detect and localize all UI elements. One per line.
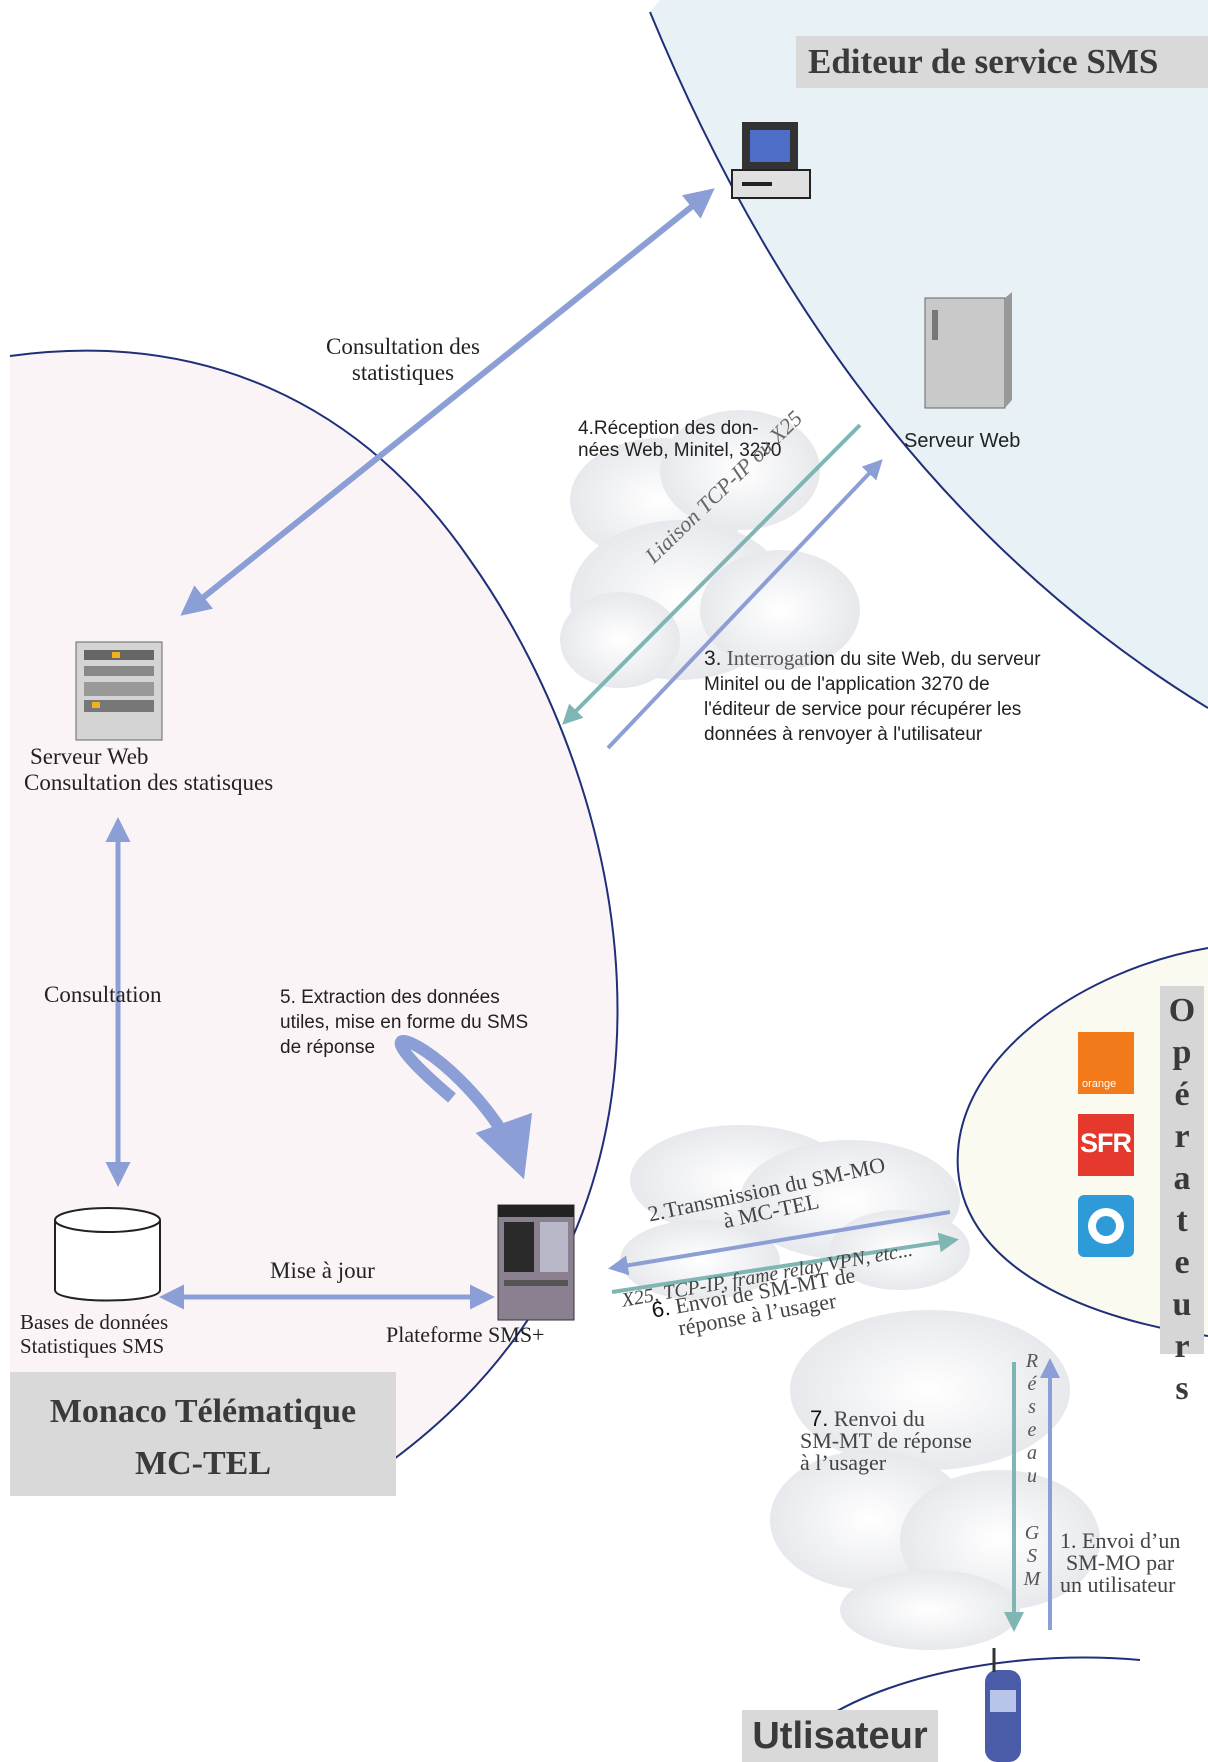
plateforme-label: Plateforme SMS+: [386, 1322, 545, 1347]
step3-line3: l'éditeur de service pour récupérer les: [704, 699, 1022, 720]
gsm-label: G S M: [1023, 1522, 1041, 1590]
step4-line1: 4.Réception des don-: [578, 418, 759, 439]
step1-label: 1. Envoi d’un SM-MO par un utilisateur: [1060, 1530, 1180, 1596]
step4-label: 4.Réception des don- nées Web, Minitel, …: [578, 418, 782, 462]
step7-line2: SM-MT de réponse: [800, 1428, 972, 1453]
arrow-step6: [611, 1232, 959, 1294]
step5-label: 5. Extraction des données utiles, mise e…: [280, 985, 528, 1060]
step3-line1: 3. Interrogation du site Web, du serveur: [704, 646, 1041, 672]
monaco-title-line1: Monaco Télématique: [49, 1393, 357, 1430]
computer-icon: [731, 122, 811, 199]
consult-stats-line1: Consultation des: [326, 334, 480, 359]
cloud-x25: [620, 1125, 970, 1300]
step7-text1: Renvoi du: [833, 1406, 925, 1431]
orange-logo: [1078, 1032, 1134, 1094]
monaco-title-line2: MC-TEL: [135, 1445, 271, 1482]
serveur-web-mctel-line1: Serveur Web: [30, 744, 149, 769]
serveur-web-mctel-label: Serveur Web Consultation des statisques: [24, 744, 273, 797]
monaco-title: Monaco Télématique MC-TEL: [10, 1372, 396, 1496]
step7-line1: 7. Renvoi du: [800, 1408, 972, 1430]
reseau-label: R é s e a u: [1025, 1350, 1039, 1487]
bases-label: Bases de données Statistiques SMS: [20, 1310, 168, 1358]
bases-line2: Statistiques SMS: [20, 1334, 165, 1358]
server-icon-editeur: [924, 292, 1012, 409]
server-icon-mctel: [75, 641, 163, 741]
step3-line4: données à renvoyer à l'utilisateur: [704, 724, 983, 745]
cloud-gsm: [770, 1310, 1100, 1650]
editeur-boundary: [649, 11, 1208, 709]
step3-label: 3. Interrogation du site Web, du serveur…: [704, 646, 1041, 747]
step4-line2: nées Web, Minitel, 3270: [578, 439, 782, 461]
arrow-consult-stats: [180, 188, 715, 616]
arrow-step5-curve: [394, 1035, 533, 1180]
step3-line1b: ion du site Web, du serveur: [809, 649, 1041, 670]
consultation-label: Consultation: [44, 982, 162, 1007]
sms-platform-icon: [497, 1204, 575, 1321]
step6-number: 6.: [649, 1294, 673, 1323]
editeur-title: Editeur de service SMS: [796, 36, 1208, 88]
sfr-logo-text: SFR: [1080, 1128, 1132, 1158]
phone-icon: [985, 1648, 1021, 1762]
consult-stats-label: Consultation des statistiques: [310, 334, 496, 387]
step5-line2: utiles, mise en forme du SMS: [280, 1012, 529, 1033]
consult-stats-line2: statistiques: [351, 360, 455, 386]
operateurs-boundary: [956, 947, 1208, 1337]
step7-number: 7.: [810, 1406, 829, 1431]
arrow-step4: [562, 423, 862, 725]
step1-line3: un utilisateur: [1060, 1572, 1176, 1597]
utilisateur-title: Utlisateur: [742, 1710, 938, 1762]
serveur-web-editeur-label: Serveur Web: [904, 430, 1021, 452]
database-icon: [54, 1207, 161, 1302]
sfr-logo: [1078, 1114, 1134, 1176]
bases-line1: Bases de données: [20, 1310, 169, 1334]
step3-line2: Minitel ou de l'application 3270 de: [704, 674, 990, 695]
monaco-region: [10, 350, 618, 1463]
operateurs-title: O p é r a t e u r s: [1160, 986, 1204, 1407]
step5-line1: 5. Extraction des données: [280, 987, 500, 1008]
serveur-web-mctel-line2: Consultation des statisques: [24, 770, 274, 796]
mise-a-jour-label: Mise à jour: [270, 1258, 375, 1283]
arrow-step2: [608, 1210, 951, 1276]
arrow-step3: [606, 459, 883, 750]
orange-logo-text: orange: [1082, 1078, 1117, 1090]
step7-line3: à l’usager: [800, 1450, 887, 1475]
step7-label: 7. Renvoi du SM-MT de réponse à l’usager: [800, 1408, 972, 1474]
step1-line1: 1. Envoi d’un: [1060, 1528, 1181, 1553]
step1-line2: SM-MO par: [1066, 1550, 1175, 1575]
step3-number: 3.: [704, 647, 722, 670]
step3-line1a: Interrogat: [726, 646, 810, 670]
step5-line3: de réponse: [280, 1037, 376, 1058]
utilisateur-boundary: [821, 1656, 1141, 1721]
